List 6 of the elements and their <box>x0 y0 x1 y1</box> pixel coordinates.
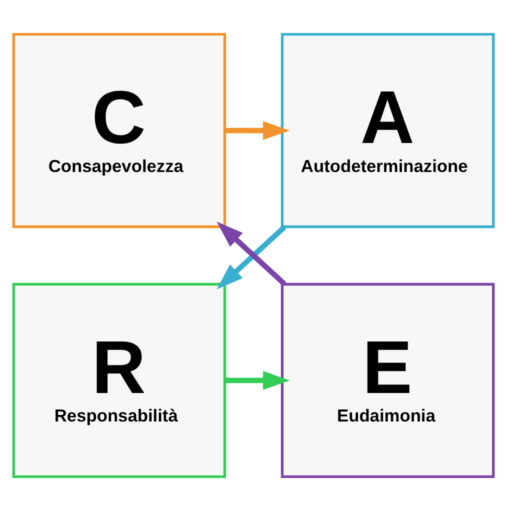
arrow <box>225 120 290 140</box>
node-box: R Responsabilità <box>12 282 226 478</box>
arrow <box>225 370 290 390</box>
node-box: A Autodeterminazione <box>280 32 495 228</box>
node-box: C Consapevolezza <box>12 32 226 228</box>
node-box: E Eudaimonia <box>280 282 495 478</box>
